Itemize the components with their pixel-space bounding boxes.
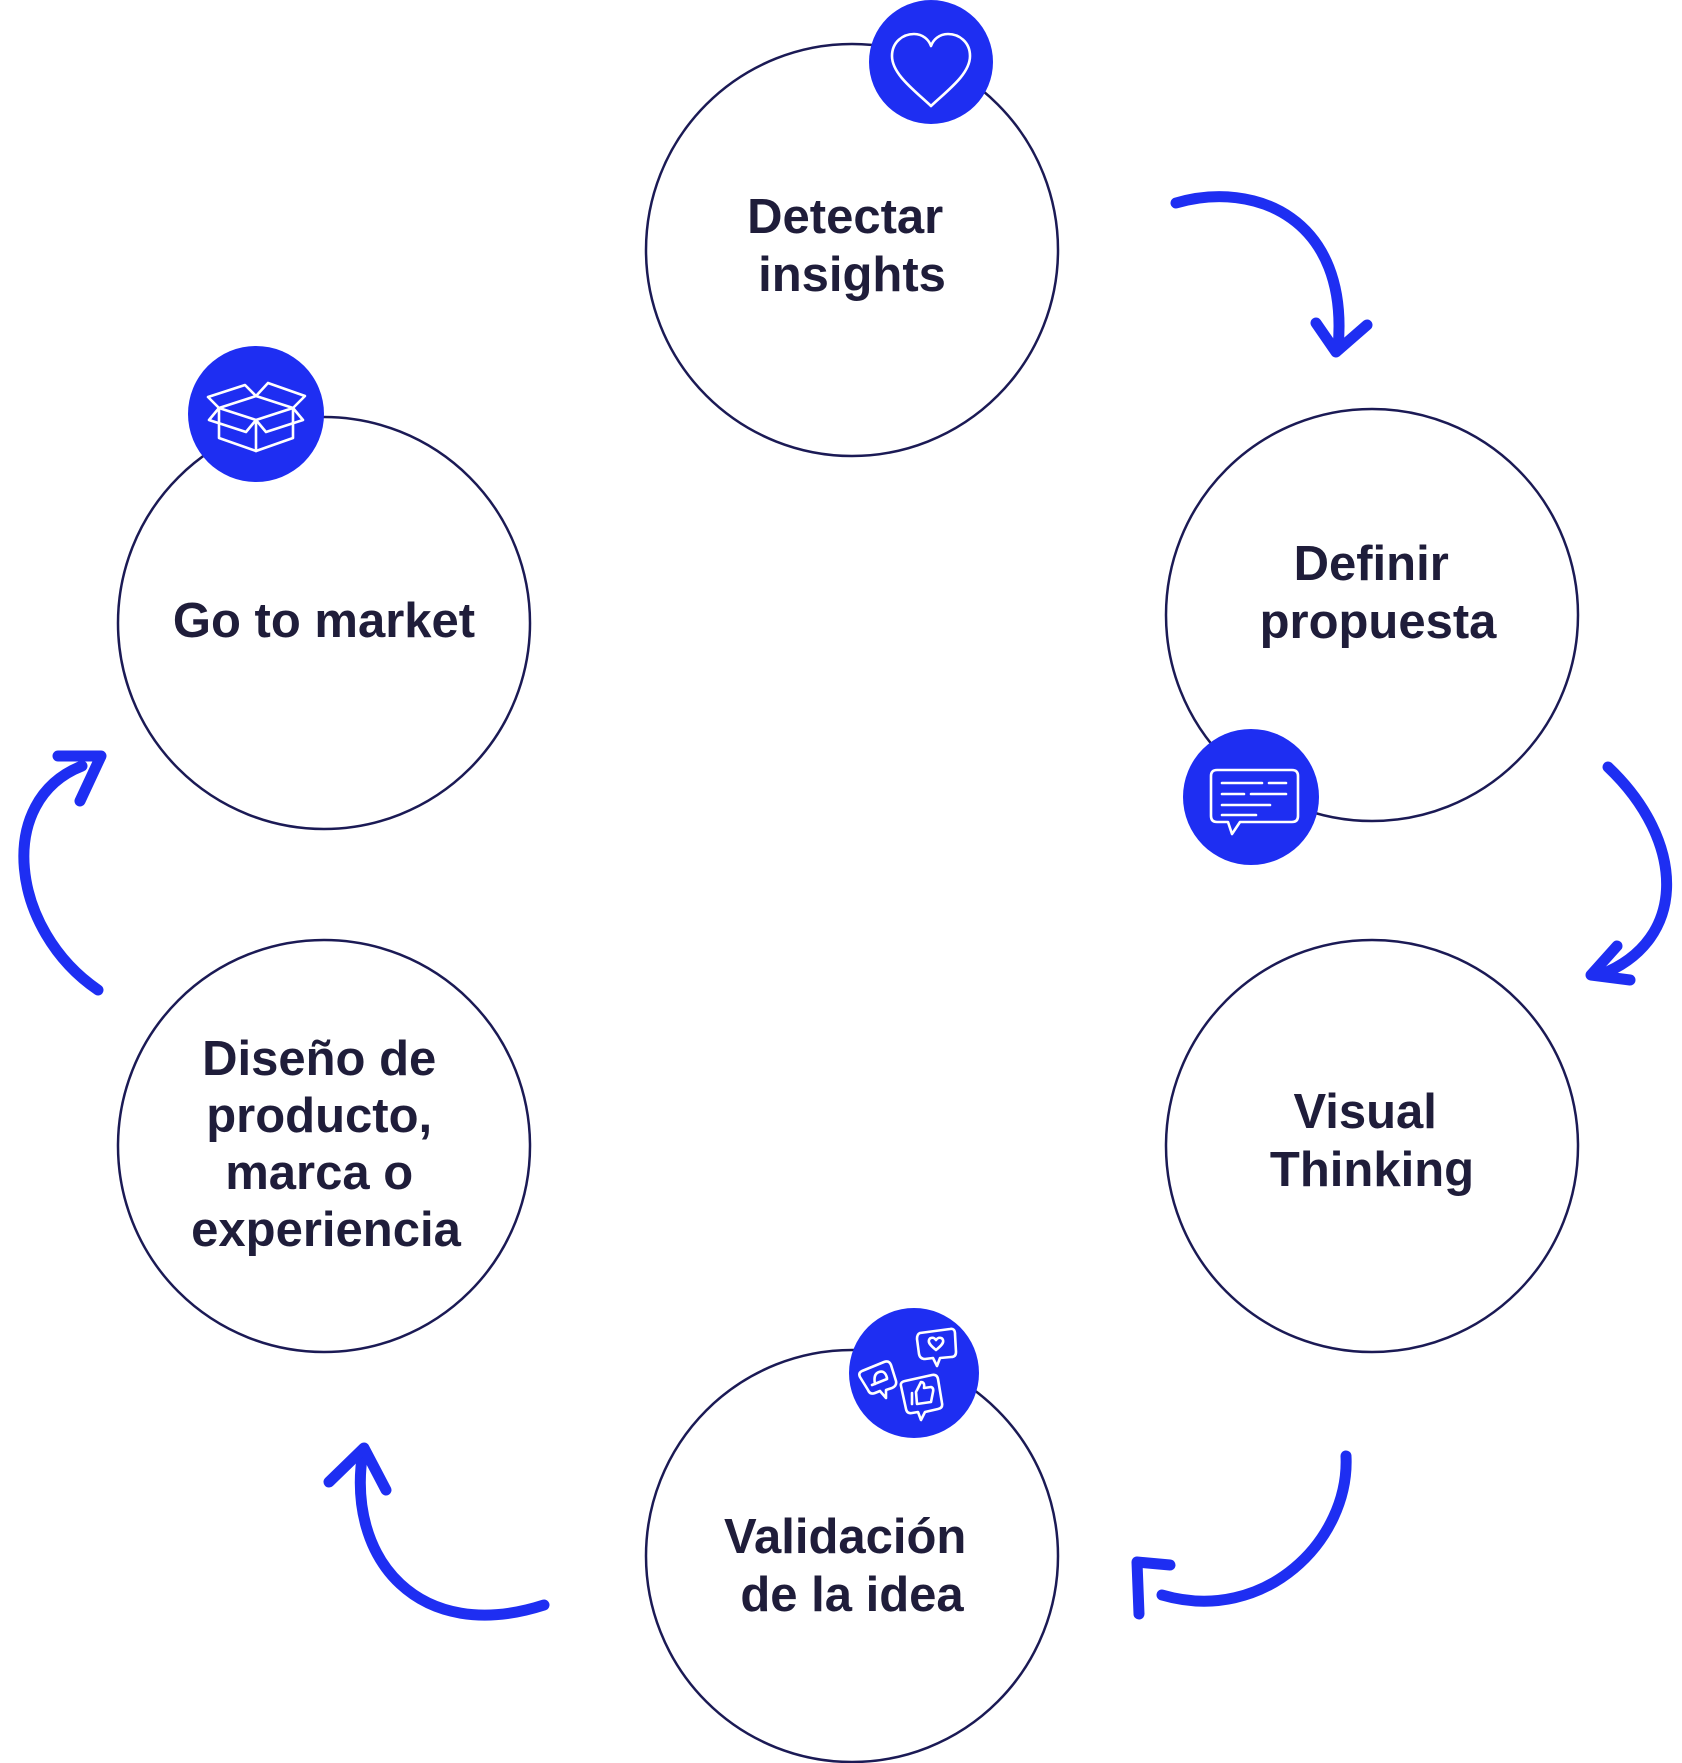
- stage-detectar-insights: Detectar insights: [644, 0, 1060, 458]
- stage-label-line: producto,: [206, 1089, 432, 1143]
- stage-label: Visual Thinking: [1270, 1085, 1474, 1197]
- stage-definir-propuesta: Definir propuesta: [1164, 407, 1580, 865]
- social-reactions-icon: [858, 1327, 958, 1422]
- badge-disc: [1183, 729, 1319, 865]
- stage-label-line: Visual: [1293, 1085, 1436, 1139]
- stage-badge: [188, 346, 324, 482]
- stage-label-line: experiencia: [191, 1203, 461, 1257]
- stage-label-line: propuesta: [1260, 595, 1498, 649]
- curved-arrow-icon: [1131, 1450, 1352, 1620]
- stage-ring: [1164, 407, 1580, 823]
- heart-icon: [890, 32, 972, 108]
- speech-bubble-icon: [1209, 768, 1300, 836]
- stage-ring: [116, 415, 532, 831]
- stage-ring: [644, 1348, 1060, 1763]
- stage-label: Validación de la idea: [724, 1510, 980, 1622]
- stage-ring: [116, 938, 532, 1354]
- badge-disc: [869, 0, 993, 124]
- stage-label: Diseño de producto, marca o experiencia: [191, 1032, 461, 1257]
- stage-label-line: insights: [758, 248, 946, 302]
- stage-validacion-de-la-idea: Validación de la idea: [644, 1308, 1060, 1763]
- flow-arrows: [18, 191, 1673, 1621]
- badge-disc: [188, 346, 324, 482]
- curved-arrow-icon: [1585, 761, 1673, 986]
- stage-ring: [1164, 938, 1580, 1354]
- stage-label-line: Go to market: [173, 594, 475, 648]
- curved-arrow-icon: [18, 750, 107, 996]
- stage-label-line: Thinking: [1270, 1143, 1474, 1197]
- stage-diseno-de-producto: Diseño de producto, marca o experiencia: [116, 938, 532, 1354]
- stage-visual-thinking: Visual Thinking: [1164, 938, 1580, 1354]
- curved-arrow-icon: [1170, 191, 1373, 358]
- curved-arrow-icon: [323, 1442, 550, 1621]
- stage-label: Definir propuesta: [1260, 537, 1498, 649]
- stage-label-line: Diseño de: [202, 1032, 436, 1086]
- stage-go-to-market: Go to market: [116, 346, 532, 831]
- stage-badge: [869, 0, 993, 124]
- stage-ring: [644, 42, 1060, 458]
- stage-label: Detectar insights: [747, 190, 957, 302]
- stage-label-line: Detectar: [747, 190, 943, 244]
- stage-label-line: marca o: [225, 1146, 413, 1200]
- stage-badge: [1183, 729, 1319, 865]
- stage-label: Go to market: [173, 594, 475, 648]
- stage-label-line: Validación: [724, 1510, 966, 1564]
- stage-badge: [849, 1308, 979, 1438]
- stage-label-line: Definir: [1294, 537, 1449, 591]
- stage-label-line: de la idea: [740, 1568, 964, 1622]
- open-box-icon: [206, 381, 307, 453]
- badge-disc: [849, 1308, 979, 1438]
